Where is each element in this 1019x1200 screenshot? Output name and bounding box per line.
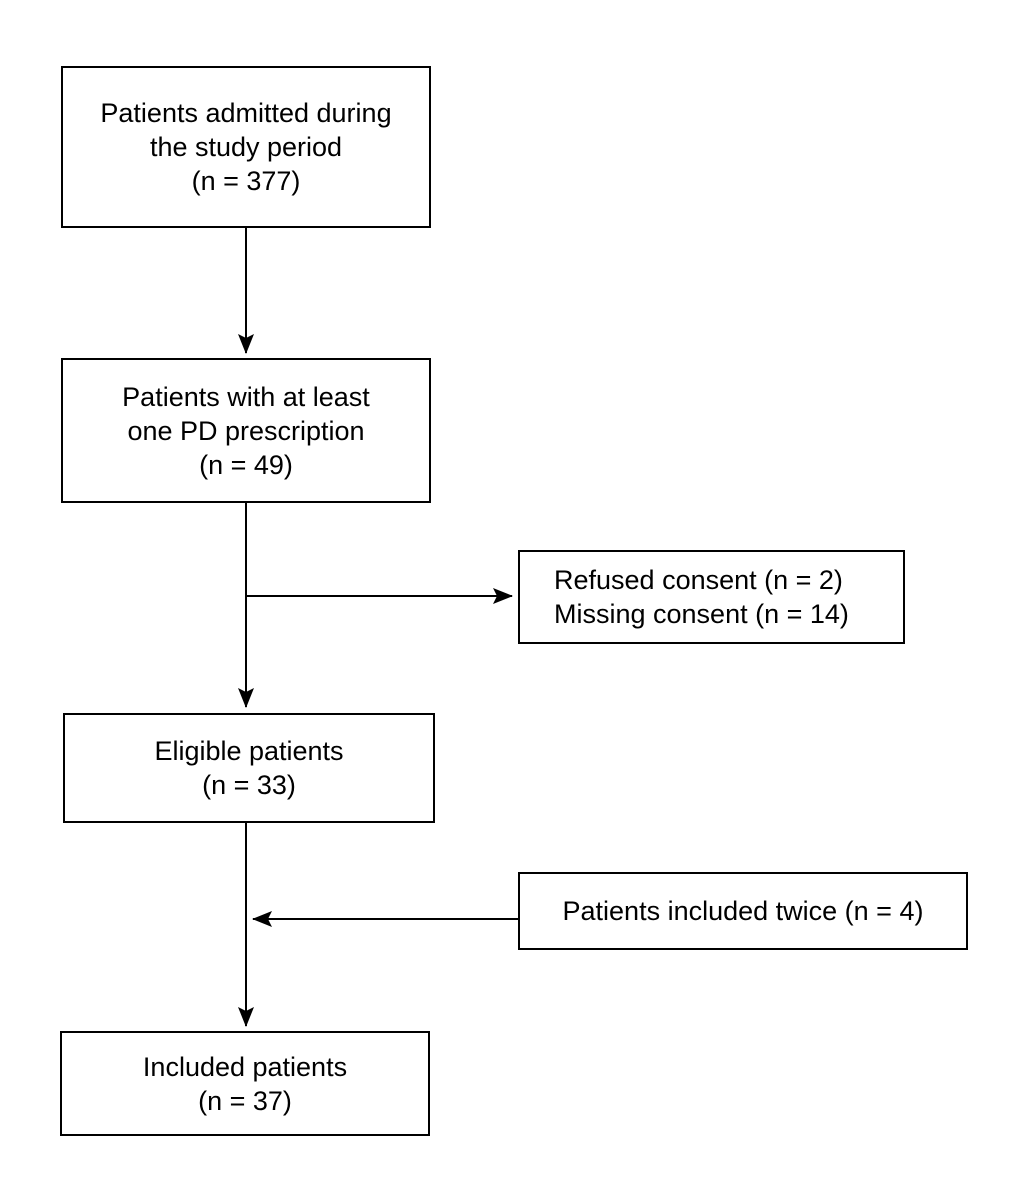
box-excluded-consent-line2: Missing consent (n = 14) xyxy=(554,599,849,629)
box-patients-admitted: Patients admitted during the study perio… xyxy=(61,66,431,228)
box-pd-prescription-count: (n = 49) xyxy=(199,449,293,480)
box-eligible-patients-line1: Eligible patients xyxy=(154,736,344,766)
box-excluded-consent: Refused consent (n = 2) Missing consent … xyxy=(518,550,905,644)
box-patients-admitted-line1: Patients admitted during xyxy=(100,98,392,128)
box-patients-admitted-count: (n = 377) xyxy=(191,166,301,196)
box-pd-prescription-line2: one PD prescription xyxy=(127,415,365,446)
box-pd-prescription: Patients with at least one PD prescripti… xyxy=(61,358,431,503)
box-included-patients-count: (n = 37) xyxy=(198,1085,292,1116)
box-pd-prescription-line1: Patients with at least xyxy=(122,381,370,412)
box-patients-admitted-line2: the study period xyxy=(149,132,343,162)
box-included-patients-line1: Included patients xyxy=(142,1051,348,1082)
box-eligible-patients-count: (n = 33) xyxy=(202,770,296,800)
box-included-twice: Patients included twice (n = 4) xyxy=(518,872,968,950)
box-included-patients: Included patients (n = 37) xyxy=(60,1031,430,1136)
box-included-twice-line1: Patients included twice (n = 4) xyxy=(562,896,924,926)
box-eligible-patients: Eligible patients (n = 33) xyxy=(63,713,435,823)
box-excluded-consent-line1: Refused consent (n = 2) xyxy=(554,565,843,595)
